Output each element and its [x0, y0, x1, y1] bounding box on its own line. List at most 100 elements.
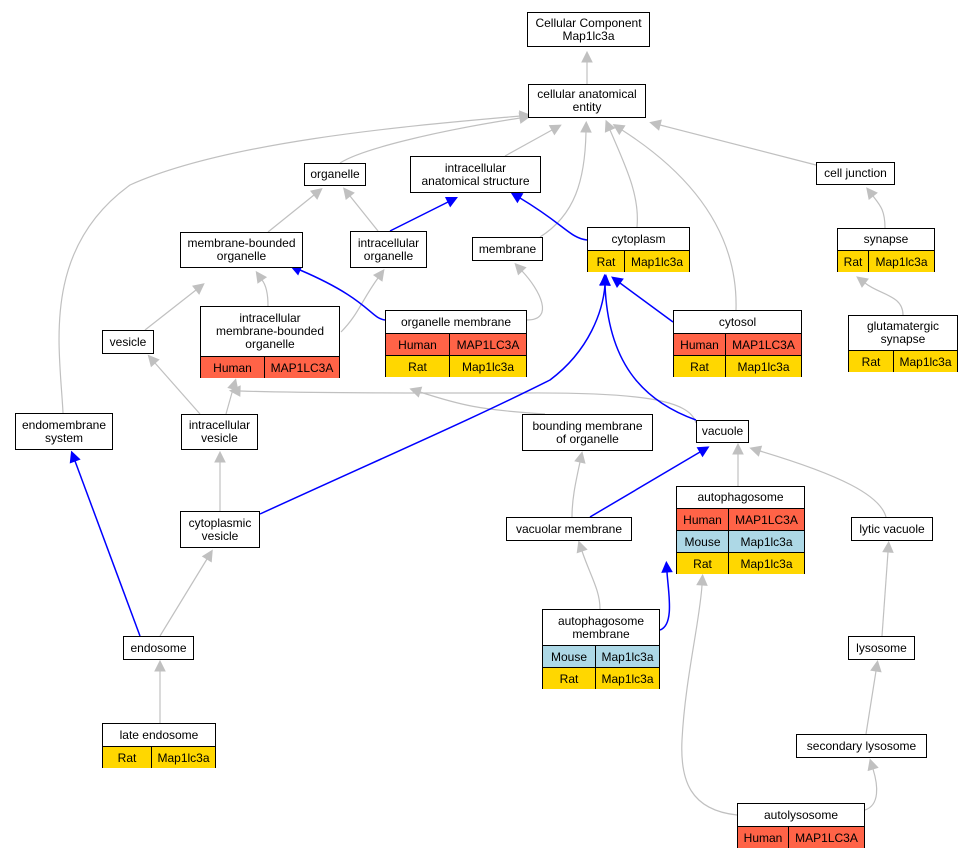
- edge-cytoplasm-to-cellular-anatomical-entity: [609, 129, 638, 228]
- edge-cytosol-to-cellular-anatomical-entity: [621, 129, 737, 311]
- edge-lytic-vacuole-to-vacuole: [759, 450, 887, 518]
- node-organelle[interactable]: organelle: [304, 163, 366, 186]
- edge-arrowhead: [343, 187, 355, 201]
- edge-cytoplasmic-vesicle-to-cytoplasm: [259, 284, 606, 515]
- annotation-row: Human MAP1LC3A: [738, 826, 864, 848]
- edge-arrowhead: [661, 560, 673, 573]
- edge-arrowhead: [574, 451, 586, 464]
- node-late-endosome[interactable]: late endosome Rat Map1lc3a: [102, 723, 216, 768]
- edge-cell-junction-to-cellular-anatomical-entity: [659, 124, 817, 166]
- edge-arrowhead: [228, 385, 241, 397]
- species-cell: Rat: [588, 251, 624, 272]
- edge-arrowhead: [856, 276, 869, 288]
- node-cytoplasm[interactable]: cytoplasm Rat Map1lc3a: [587, 227, 690, 272]
- species-cell: Human: [738, 827, 788, 848]
- edge-organelle-membrane-to-membrane-bounded-organelle: [299, 269, 386, 321]
- edge-synapse-to-cell-junction: [872, 195, 886, 229]
- edge-arrowhead: [867, 758, 879, 772]
- edge-intracellular-vesicle-to-intracellular-membrane-bounded-organelle: [225, 388, 234, 415]
- node-vacuolar-membrane[interactable]: vacuolar membrane: [506, 517, 632, 541]
- gene-cell: Map1lc3a: [728, 553, 804, 574]
- annotation-row: Human MAP1LC3A: [677, 508, 804, 530]
- edge-arrowhead: [580, 120, 592, 133]
- annotation-row: Rat Map1lc3a: [103, 746, 215, 768]
- edge-cytoplasm-to-intracellular-anatomical-structure: [519, 197, 588, 241]
- edge-arrowhead: [201, 549, 213, 563]
- node-cytosol[interactable]: cytosol Human MAP1LC3A Rat Map1lc3a: [673, 310, 802, 377]
- annotation-row: Rat Map1lc3a: [849, 350, 957, 372]
- edge-secondary-lysosome-to-lysosome: [865, 670, 877, 735]
- edge-arrowhead: [147, 354, 160, 368]
- node-lysosome[interactable]: lysosome: [848, 636, 915, 660]
- edge-membrane-to-cellular-anatomical-entity: [539, 131, 587, 238]
- edge-arrowhead: [309, 188, 323, 200]
- edge-arrowhead: [518, 110, 532, 122]
- edge-arrowhead: [444, 197, 458, 208]
- edge-membrane-bounded-organelle-to-organelle: [267, 194, 315, 233]
- edge-intracellular-membrane-bounded-organelle-to-membrane-bounded-organelle: [261, 279, 269, 307]
- edge-intracellular-anatomical-structure-to-cellular-anatomical-entity: [504, 129, 553, 157]
- gene-cell: MAP1LC3A: [264, 357, 339, 378]
- edge-lysosome-to-lytic-vacuole: [881, 551, 889, 637]
- node-organelle-membrane[interactable]: organelle membrane Human MAP1LC3A Rat Ma…: [385, 310, 527, 377]
- species-cell: Rat: [849, 351, 893, 372]
- edge-arrowhead: [69, 450, 81, 464]
- node-vacuole[interactable]: vacuole: [696, 420, 749, 443]
- edge-intracellular-vesicle-to-vesicle: [154, 362, 201, 415]
- edge-intracellular-organelle-to-organelle: [349, 195, 379, 232]
- edge-organelle-to-cellular-anatomical-entity: [339, 117, 521, 164]
- edge-arrowhead: [576, 540, 588, 554]
- edge-autophagosome-membrane-to-autophagosome: [659, 571, 671, 631]
- edge-autolysosome-to-secondary-lysosome: [864, 768, 878, 811]
- annotation-row: Human MAP1LC3A: [674, 333, 801, 355]
- gene-cell: Map1lc3a: [151, 747, 215, 768]
- annotation-row: Rat Map1lc3a: [674, 355, 801, 377]
- gene-cell: Map1lc3a: [595, 646, 659, 667]
- edge-arrowhead: [870, 660, 882, 673]
- edge-cytosol-to-cytoplasm: [619, 282, 674, 323]
- node-secondary-lysosome[interactable]: secondary lysosome: [796, 734, 927, 758]
- species-cell: Mouse: [543, 646, 595, 667]
- gene-cell: Map1lc3a: [728, 531, 804, 552]
- gene-cell: Map1lc3a: [449, 356, 526, 377]
- node-autophagosome[interactable]: autophagosome Human MAP1LC3A Mouse Map1l…: [676, 486, 805, 574]
- gene-cell: MAP1LC3A: [449, 334, 526, 355]
- species-cell: Human: [677, 509, 728, 530]
- gene-cell: Map1lc3a: [893, 351, 957, 372]
- species-cell: Human: [674, 334, 725, 355]
- node-autolysosome[interactable]: autolysosome Human MAP1LC3A: [737, 803, 865, 848]
- node-synapse[interactable]: synapse Rat Map1lc3a: [837, 228, 935, 272]
- node-endosome[interactable]: endosome: [123, 636, 194, 660]
- node-lytic-vacuole[interactable]: lytic vacuole: [851, 517, 933, 541]
- annotation-row: Human MAP1LC3A: [386, 333, 526, 355]
- edge-autolysosome-to-autophagosome: [681, 584, 738, 816]
- edge-arrowhead: [372, 268, 385, 282]
- edge-vacuolar-membrane-to-bounding-membrane-of-organelle: [571, 461, 581, 518]
- edge-intracellular-organelle-to-intracellular-anatomical-structure: [389, 201, 449, 232]
- species-cell: Rat: [386, 356, 449, 377]
- node-vesicle[interactable]: vesicle: [102, 330, 154, 354]
- node-cell-junction[interactable]: cell junction: [816, 162, 895, 185]
- edge-arrowhead: [749, 445, 763, 457]
- gene-cell: MAP1LC3A: [728, 509, 804, 530]
- edge-glutamatergic-synapse-to-synapse: [864, 282, 904, 316]
- gene-cell: MAP1LC3A: [725, 334, 801, 355]
- edge-arrowhead: [612, 123, 626, 136]
- edge-arrowhead: [599, 273, 611, 287]
- edge-vacuolar-membrane-to-vacuole: [589, 451, 701, 518]
- annotation-row: Rat Map1lc3a: [386, 355, 526, 377]
- node-membrane[interactable]: membrane: [472, 237, 543, 261]
